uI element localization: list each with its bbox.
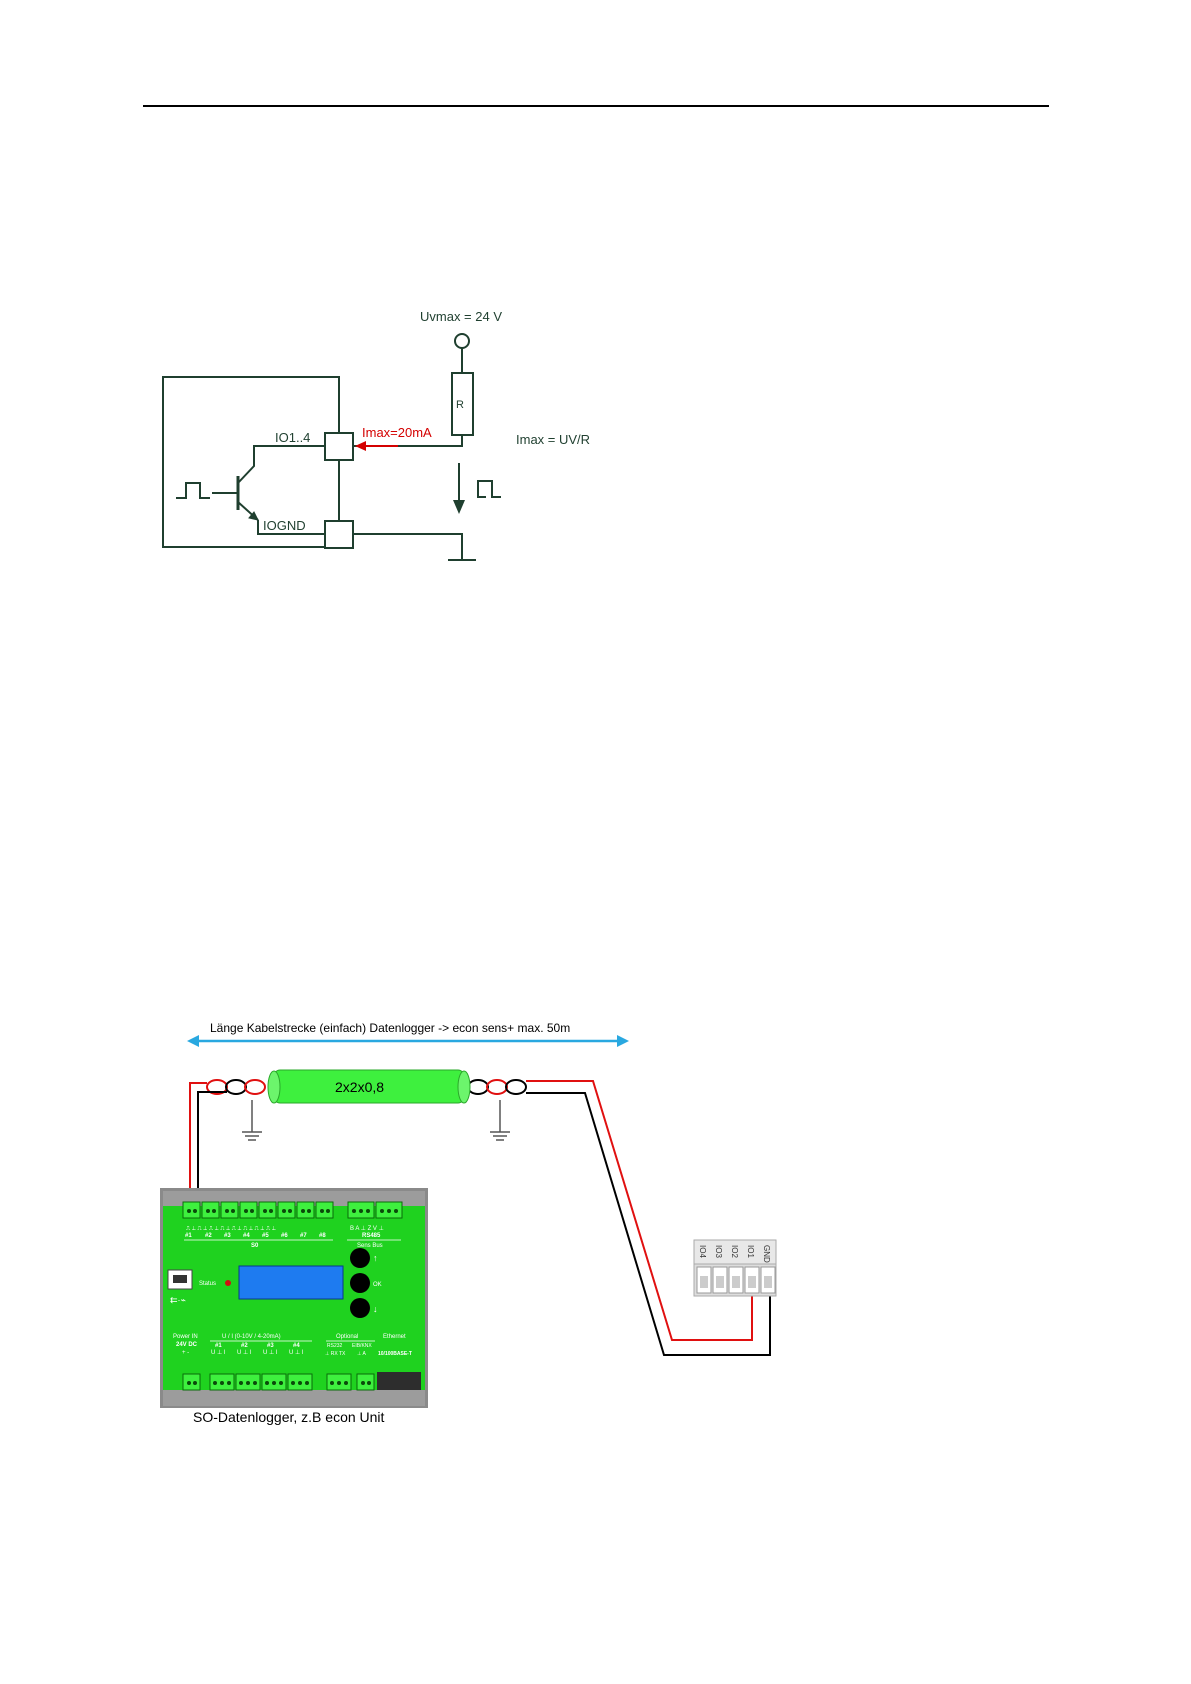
s0-channel-1: #1 xyxy=(185,1233,192,1239)
black-wire-right xyxy=(526,1092,771,1356)
ethernet-spec: 10/100BASE-T xyxy=(378,1351,412,1357)
s0-channel-4: #4 xyxy=(243,1233,250,1239)
supply-label: Uvmax = 24 V xyxy=(420,309,502,324)
terminal-pin-io4: IO4 xyxy=(698,1245,707,1258)
status-led xyxy=(225,1280,231,1286)
rs485-pins: B A ⊥ Z V ⊥ xyxy=(350,1225,384,1232)
s0-label: S0 xyxy=(251,1243,259,1249)
analog-pins-4: U ⊥ I xyxy=(289,1349,304,1356)
device-outline xyxy=(162,376,340,548)
svg-text:⎍ ⊥ ⎍ ⊥ ⎍ ⊥ ⎍ ⊥ ⎍ ⊥ ⎍ ⊥: ⎍ ⊥ ⎍ ⊥ ⎍ ⊥ ⎍ ⊥ ⎍ ⊥ ⎍ ⊥ ⎍ ⊥ ⎍ ⊥ xyxy=(186,1226,276,1232)
terminal-pin-io1: IO1 xyxy=(746,1245,755,1258)
rs232-label: RS232 xyxy=(327,1343,343,1349)
arrow-up-icon: ↑ xyxy=(373,1253,378,1263)
analog-pins-1: U ⊥ I xyxy=(211,1349,226,1356)
s0-channel-7: #7 xyxy=(300,1233,307,1239)
s0-channel-2: #2 xyxy=(205,1233,212,1239)
s0-channel-5: #5 xyxy=(262,1233,269,1239)
gnd-label: IOGND xyxy=(263,518,306,533)
analog-pins-2: U ⊥ I xyxy=(237,1349,252,1356)
analog-channel-1: #1 xyxy=(215,1343,222,1349)
red-wire-left xyxy=(189,1082,207,1193)
s0-channel-8: #8 xyxy=(319,1233,326,1239)
black-wire-left xyxy=(197,1091,227,1193)
analog-channel-3: #3 xyxy=(267,1343,274,1349)
formula-label: Imax = UV/R xyxy=(516,432,590,447)
arrow-left-icon xyxy=(187,1035,199,1047)
analog-pins-3: U ⊥ I xyxy=(263,1349,278,1356)
analog-label: U / I (0-10V / 4-20mA) xyxy=(222,1334,281,1340)
current-label: Imax=20mA xyxy=(362,425,432,440)
terminal-pin-io3: IO3 xyxy=(714,1245,723,1258)
resistor-label: R xyxy=(456,399,464,411)
cable-label: 2x2x0,8 xyxy=(335,1079,384,1095)
rs232-pins: ⊥ RX TX xyxy=(325,1351,346,1357)
header-rule xyxy=(143,105,1049,107)
io-label: IO1..4 xyxy=(275,430,310,445)
analog-channel-4: #4 xyxy=(293,1343,300,1349)
ok-button[interactable] xyxy=(350,1273,370,1293)
up-button[interactable] xyxy=(350,1248,370,1268)
power-pins: + - xyxy=(182,1350,189,1356)
length-label: Länge Kabelstrecke (einfach) Datenlogger… xyxy=(210,1021,570,1035)
usb-icon: ⇇·⌁ xyxy=(170,1295,186,1305)
sens-bus-label: Sens Bus xyxy=(357,1243,383,1249)
s0-channel-3: #3 xyxy=(224,1233,231,1239)
terminal-pin-gnd: GND xyxy=(762,1245,771,1263)
s0-channel-6: #6 xyxy=(281,1233,288,1239)
sensor-terminal-block: IO4 IO3 IO2 IO1 GND xyxy=(693,1239,777,1297)
eib-pins: ⊥ A xyxy=(357,1351,366,1357)
ethernet-label: Ethernet xyxy=(383,1334,406,1340)
power-label: Power IN xyxy=(173,1334,198,1340)
down-button[interactable] xyxy=(350,1298,370,1318)
lcd-display xyxy=(238,1265,344,1300)
arrow-right-icon xyxy=(617,1035,629,1047)
status-label: Status xyxy=(199,1281,216,1287)
analog-channel-2: #2 xyxy=(241,1343,248,1349)
arrow-down-icon: ↓ xyxy=(373,1304,378,1314)
red-wire-right xyxy=(526,1080,753,1341)
logger-caption: SO-Datenlogger, z.B econ Unit xyxy=(193,1409,385,1425)
logger-board: ⎍ ⊥ ⎍ ⊥ ⎍ ⊥ ⎍ ⊥ ⎍ ⊥ ⎍ ⊥ ⎍ ⊥ ⎍ ⊥ #1 #2 #3… xyxy=(160,1188,428,1408)
current-arrow-icon xyxy=(355,441,366,451)
eib-label: EIB/KNX xyxy=(352,1343,372,1349)
current-direction-arrow xyxy=(453,500,465,514)
optional-label: Optional xyxy=(336,1334,358,1340)
rs485-label: RS485 xyxy=(362,1233,381,1239)
power-spec: 24V DC xyxy=(176,1342,198,1348)
ok-label: OK xyxy=(373,1282,382,1288)
terminal-pin-io2: IO2 xyxy=(730,1245,739,1258)
